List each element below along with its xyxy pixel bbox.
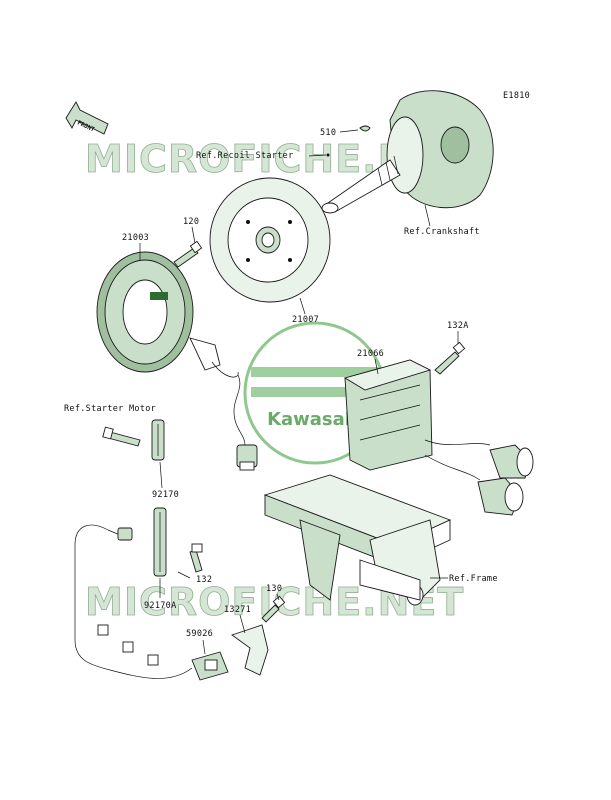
diagram-code: E1810 xyxy=(503,91,530,101)
watermark-brand: Kawasaki xyxy=(267,409,363,430)
label-132: 132 xyxy=(196,575,212,585)
label-ref-crankshaft: Ref.Crankshaft xyxy=(404,227,480,237)
label-59026: 59026 xyxy=(186,629,213,639)
label-510: 510 xyxy=(320,128,336,138)
label-21007: 21007 xyxy=(292,315,319,325)
connector-upper xyxy=(489,444,534,479)
label-21003: 21003 xyxy=(122,233,149,243)
label-92170a: 92170A xyxy=(144,601,177,611)
sensor-59026 xyxy=(191,651,229,681)
label-21066: 21066 xyxy=(357,349,384,359)
strap-92170 xyxy=(151,419,165,461)
label-ref-frame: Ref.Frame xyxy=(449,574,498,584)
crankshaft xyxy=(321,90,494,214)
sensor-wire-harness xyxy=(74,524,193,679)
bolt-130 xyxy=(261,595,286,623)
stator-wire-harness xyxy=(233,374,258,471)
regulator-21066 xyxy=(343,359,491,481)
front-arrow-icon: FRONT xyxy=(65,101,109,135)
key-510 xyxy=(359,125,371,132)
bolt-starter-motor xyxy=(102,426,141,447)
label-13271: 13271 xyxy=(224,605,251,615)
bracket-13271 xyxy=(231,624,269,676)
label-130: 130 xyxy=(266,584,282,594)
stator-21003 xyxy=(96,251,239,378)
bolt-132a xyxy=(434,341,466,375)
bolt-132 xyxy=(189,543,203,573)
label-132a: 132A xyxy=(447,321,469,331)
label-120: 120 xyxy=(183,217,199,227)
strap-92170a xyxy=(153,507,167,577)
label-ref-starter-motor: Ref.Starter Motor xyxy=(64,404,156,414)
frame xyxy=(263,474,452,606)
label-92170: 92170 xyxy=(152,490,179,500)
flywheel-21007 xyxy=(209,177,331,303)
connector-lower xyxy=(477,477,524,516)
bolt-120 xyxy=(173,240,203,268)
label-ref-recoil-starter: Ref.Recoil Starter xyxy=(196,151,294,161)
